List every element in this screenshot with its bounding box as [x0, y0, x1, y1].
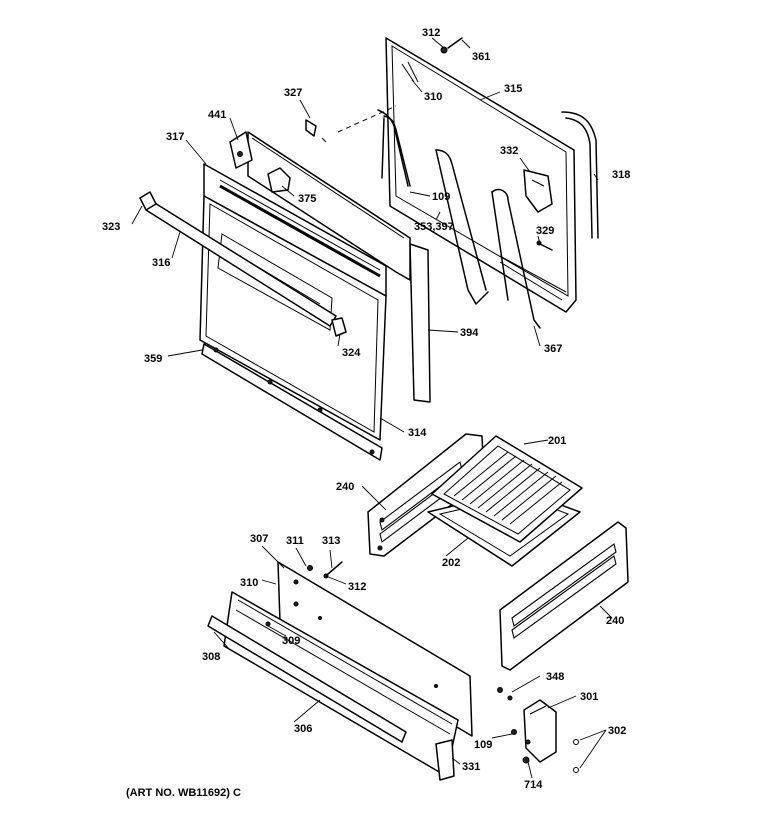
drawer-screws: [265, 561, 343, 627]
callout-323: 323: [102, 221, 120, 233]
bracket-375: [267, 167, 291, 193]
oven-outer-door: [199, 163, 387, 461]
callout-301: 301: [580, 691, 598, 703]
callout-714: 714: [524, 779, 543, 791]
callout-327: 327: [284, 87, 302, 99]
callout-375: 375: [298, 193, 316, 205]
drawer-bracket-301: [497, 687, 579, 773]
callout-318: 318: [612, 169, 630, 181]
callout-367: 367: [544, 343, 562, 355]
callout-308: 308: [202, 651, 220, 663]
callout-315: 315: [504, 83, 522, 95]
callout-312-drawer: 312: [348, 581, 366, 593]
callout-306: 306: [294, 723, 312, 735]
door-back-frame: [385, 37, 577, 313]
callout-316: 316: [152, 257, 170, 269]
screw-361: [401, 37, 463, 83]
callout-329: 329: [536, 225, 554, 237]
broiler-grid: [431, 435, 583, 543]
callout-202: 202: [442, 557, 460, 569]
callout-353-397: 353,397: [414, 221, 454, 233]
clip-327: [305, 119, 327, 143]
callout-359: 359: [144, 353, 162, 365]
callout-332: 332: [500, 145, 518, 157]
leader-lines: [131, 37, 613, 779]
callout-348: 348: [546, 671, 564, 683]
callout-441: 441: [208, 109, 226, 121]
drawer-handle: [207, 615, 407, 743]
callout-labels: 312 361 310 315 327 441 317 332 318 375 …: [102, 27, 630, 791]
callout-311: 311: [286, 535, 304, 547]
callout-109-drawer: 109: [474, 739, 492, 751]
callout-317: 317: [166, 131, 184, 143]
callout-302: 302: [608, 725, 626, 737]
callout-394: 394: [460, 327, 479, 339]
callout-240-right: 240: [606, 615, 624, 627]
callout-313: 313: [322, 535, 340, 547]
door-handle: [139, 191, 347, 337]
callout-312: 312: [422, 27, 440, 39]
callout-201: 201: [548, 435, 566, 447]
hinge-bracket-441: [229, 131, 253, 169]
callout-314: 314: [408, 427, 427, 439]
drawer-side-panel: [277, 561, 473, 737]
callout-361: 361: [472, 51, 490, 63]
callout-310: 310: [424, 91, 442, 103]
callout-324: 324: [342, 347, 361, 359]
callout-109: 109: [432, 191, 450, 203]
callout-309: 309: [282, 635, 300, 647]
callout-307: 307: [250, 533, 268, 545]
art-number: (ART NO. WB11692) C: [126, 787, 241, 799]
door-hinges: [377, 109, 541, 329]
broiler-side-panel-right: [499, 521, 629, 671]
door-side-trim: [409, 243, 431, 403]
door-latch: [523, 169, 553, 213]
assembly-line: [337, 105, 397, 133]
door-inner-liner: [247, 131, 411, 281]
callout-331: 331: [462, 761, 480, 773]
callout-310-drawer: 310: [240, 577, 258, 589]
callout-240-left: 240: [336, 481, 354, 493]
door-gasket: [561, 111, 599, 239]
